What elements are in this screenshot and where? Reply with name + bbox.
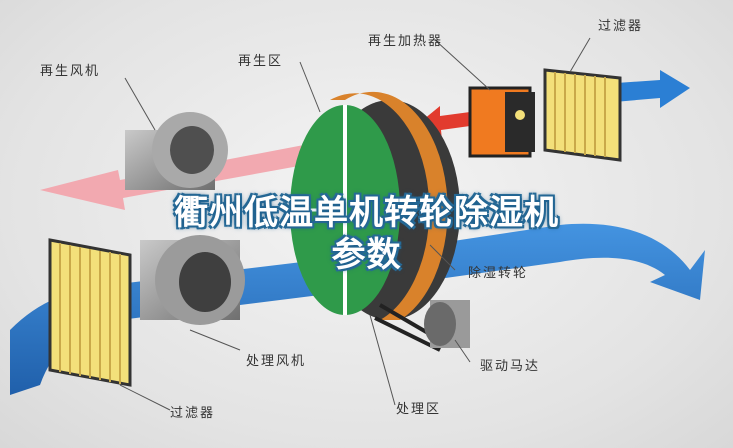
overlay-title-line1: 衢州低温单机转轮除湿机 [174, 193, 559, 233]
filter-bottom-icon [48, 238, 132, 387]
leader-lines [119, 37, 591, 411]
drive-motor-icon [374, 300, 470, 352]
regen-fan-icon [125, 112, 228, 190]
overlay-title-line2: 参数 [331, 235, 402, 275]
heater-icon [468, 86, 535, 158]
filter-top-icon [543, 68, 622, 162]
label-regen-heater: 再生加热器 [368, 34, 444, 49]
label-drive-motor: 驱动马达 [480, 359, 541, 374]
desiccant-wheel-icon [290, 91, 460, 321]
label-process-fan: 处理风机 [246, 354, 307, 369]
label-filter-bottom: 过滤器 [170, 406, 216, 421]
label-regen-zone: 再生区 [238, 54, 284, 69]
label-process-zone: 处理区 [396, 402, 442, 417]
process-fan-icon [140, 235, 245, 325]
label-desiccant-wheel: 除湿转轮 [468, 266, 529, 281]
label-regen-fan: 再生风机 [40, 64, 101, 79]
label-filter-top: 过滤器 [598, 19, 644, 34]
